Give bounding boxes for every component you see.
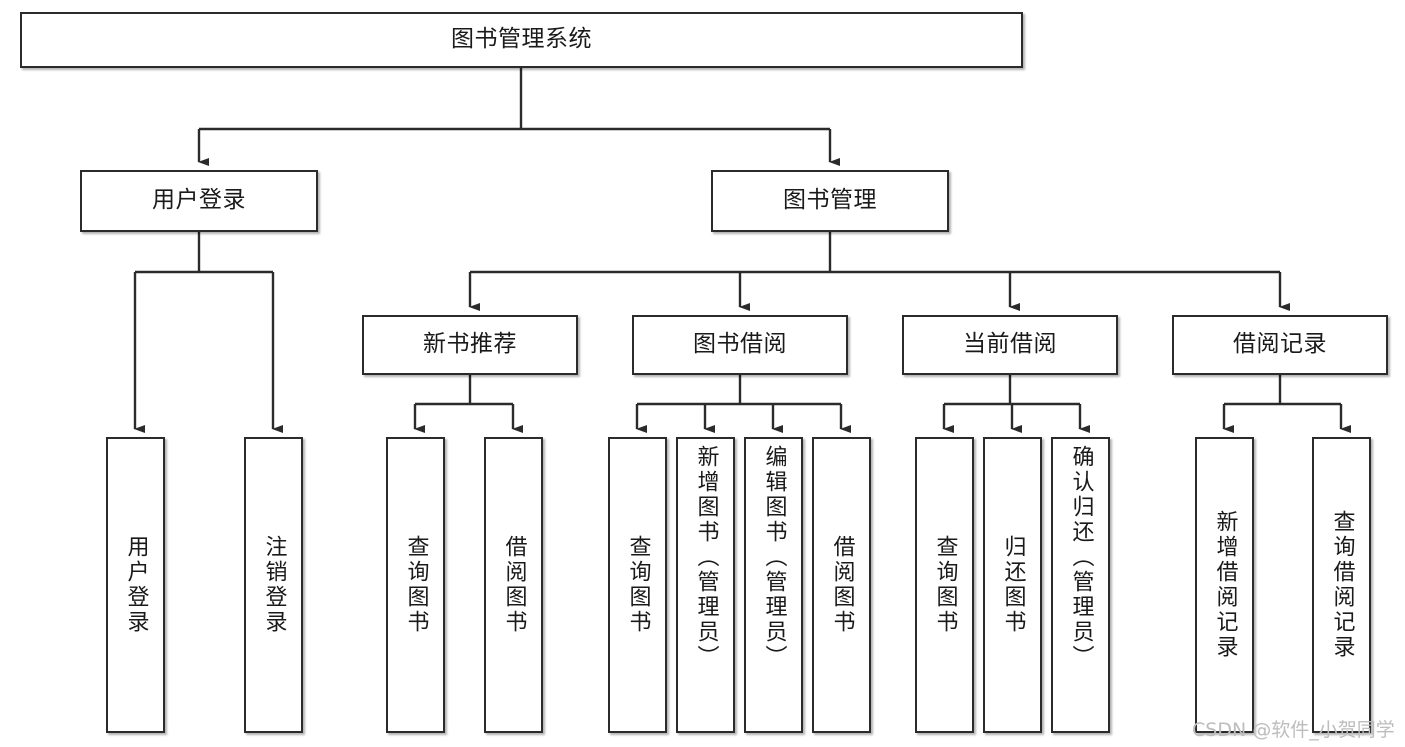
leaf-query-book-current[interactable]: 查询图书 bbox=[915, 437, 974, 733]
leaf-add-book-admin[interactable]: 新增图书（管理员） bbox=[676, 437, 735, 733]
leaf-borrow-book-borrow[interactable]: 借阅图书 bbox=[812, 437, 871, 733]
node-label: 借阅图书 bbox=[501, 535, 527, 635]
node-label: 用户登录 bbox=[123, 535, 149, 635]
node-label: 借阅图书 bbox=[829, 535, 855, 635]
node-borrow-record[interactable]: 借阅记录 bbox=[1172, 315, 1388, 375]
node-book-management[interactable]: 图书管理 bbox=[711, 170, 949, 232]
node-label: 新增借阅记录 bbox=[1212, 510, 1238, 660]
node-label: 图书管理 bbox=[783, 187, 877, 214]
leaf-add-borrow-record[interactable]: 新增借阅记录 bbox=[1195, 437, 1254, 733]
node-book-borrow[interactable]: 图书借阅 bbox=[632, 315, 848, 375]
leaf-query-book-new-recommend[interactable]: 查询图书 bbox=[386, 437, 445, 733]
node-label: 借阅记录 bbox=[1233, 331, 1327, 358]
leaf-return-book[interactable]: 归还图书 bbox=[983, 437, 1042, 733]
leaf-borrow-book-new-recommend[interactable]: 借阅图书 bbox=[484, 437, 543, 733]
csdn-watermark: CSDN @软件_小贺同学 bbox=[1192, 719, 1395, 741]
node-new-book-recommend[interactable]: 新书推荐 bbox=[362, 315, 578, 375]
node-label: 新书推荐 bbox=[423, 331, 517, 358]
node-label: 用户登录 bbox=[152, 187, 246, 214]
node-label: 当前借阅 bbox=[963, 331, 1057, 358]
leaf-edit-book-admin[interactable]: 编辑图书（管理员） bbox=[744, 437, 803, 733]
node-label: 查询图书 bbox=[625, 535, 651, 635]
node-current-borrow[interactable]: 当前借阅 bbox=[902, 315, 1118, 375]
node-label: 图书借阅 bbox=[693, 331, 787, 358]
leaf-user-login[interactable]: 用户登录 bbox=[106, 437, 165, 733]
leaf-query-book-borrow[interactable]: 查询图书 bbox=[608, 437, 667, 733]
node-label: 查询图书 bbox=[932, 535, 958, 635]
leaf-logout-login[interactable]: 注销登录 bbox=[244, 437, 303, 733]
node-label: 注销登录 bbox=[261, 535, 287, 635]
leaf-confirm-return-admin[interactable]: 确认归还（管理员） bbox=[1051, 437, 1110, 733]
node-user-login[interactable]: 用户登录 bbox=[80, 170, 318, 232]
node-label: 编辑图书（管理员） bbox=[761, 445, 787, 670]
leaf-query-borrow-record[interactable]: 查询借阅记录 bbox=[1312, 437, 1371, 733]
node-root-book-management-system[interactable]: 图书管理系统 bbox=[20, 12, 1023, 68]
node-label: 新增图书（管理员） bbox=[693, 445, 719, 670]
node-label: 查询图书 bbox=[403, 535, 429, 635]
node-label: 归还图书 bbox=[1000, 535, 1026, 635]
node-label: 图书管理系统 bbox=[451, 26, 592, 53]
node-label: 查询借阅记录 bbox=[1329, 510, 1355, 660]
node-label: 确认归还（管理员） bbox=[1068, 445, 1094, 670]
